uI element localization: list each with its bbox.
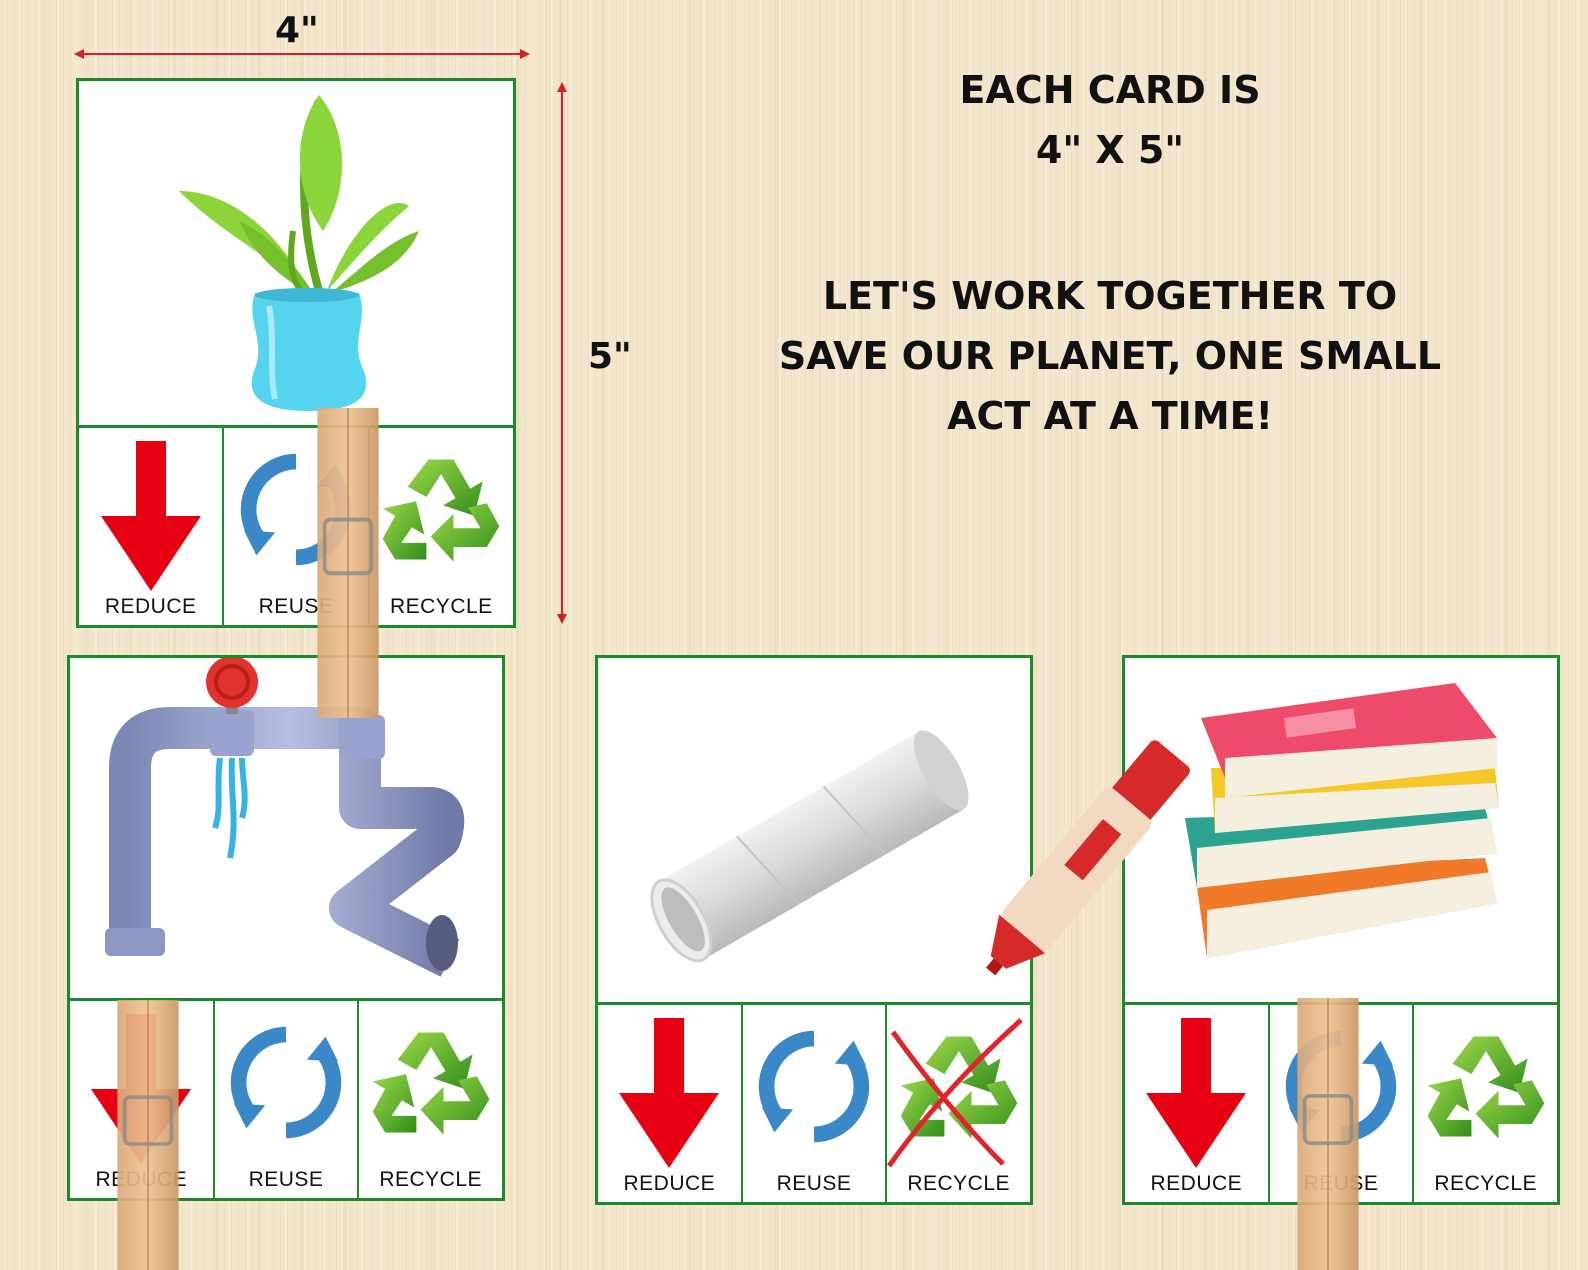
reuse-label: REUSE [258,595,334,618]
recycle-option[interactable]: RECYCLE [887,1002,1030,1202]
card-plant: REDUCE REUSE RECYCLE [76,78,516,628]
headline-line-5: ACT AT A TIME! [947,394,1273,438]
reduce-option[interactable]: REDUCE [79,425,225,625]
recycle-label: RECYCLE [389,595,493,618]
card-books: REDUCE REUSE RECYCLE [1122,655,1560,1205]
leaking-pipe-image [105,658,465,977]
recycle-icon [368,1024,493,1139]
width-label: 4" [275,10,319,51]
recycle-option[interactable]: RECYCLE [1414,1002,1557,1202]
recycle-option[interactable]: RECYCLE [359,998,502,1198]
recycle-icon [379,451,504,566]
red-x-mark [887,1018,1024,1168]
clothespin-card-plant[interactable] [312,408,384,718]
recycle-icon [1423,1028,1548,1143]
card-image-area [1125,658,1557,1005]
reduce-label: REDUCE [104,595,197,618]
headline-line-3: LET'S WORK TOGETHER TO [822,274,1398,318]
reuse-arrows-icon [752,1024,877,1149]
reuse-option[interactable]: REUSE [215,998,360,1198]
reduce-label: REDUCE [1150,1172,1243,1195]
height-label: 5" [588,336,632,377]
clothespin-card-pipe[interactable] [112,1000,184,1270]
reduce-option[interactable]: REDUCE [598,1002,743,1202]
reduce-arrow-icon [617,1018,722,1168]
recycle-label: RECYCLE [907,1172,1011,1195]
reuse-label: REUSE [248,1168,324,1191]
width-dimension-line [74,49,530,59]
recycle-label: RECYCLE [379,1168,483,1191]
plant-pot-image [179,95,419,411]
reuse-label: REUSE [776,1172,852,1195]
reduce-arrow-icon [1144,1018,1249,1168]
reduce-option[interactable]: REDUCE [1125,1002,1270,1202]
red-marker-icon[interactable] [950,730,1210,1000]
headline-line-4: SAVE OUR PLANET, ONE SMALL [778,334,1442,378]
card-image-area [70,658,502,1001]
cardboard-tube-image [650,730,969,963]
clothespin-card-books[interactable] [1292,998,1364,1270]
slogan-text: LET'S WORK TOGETHER TO SAVE OUR PLANET, … [760,266,1460,446]
reduce-label: REDUCE [623,1172,716,1195]
headline-line-2: 4" X 5" [1035,128,1185,172]
card-cardboard-tube: REDUCE REUSE RECYCLE [595,655,1033,1205]
height-dimension-line [557,82,567,624]
reuse-option[interactable]: REUSE [743,1002,888,1202]
card-image-area [79,81,513,428]
reduce-arrow-icon [98,441,203,591]
card-leaking-pipe: REDUCE REUSE RECYCLE [67,655,505,1201]
stack-of-books-image [1185,683,1499,958]
recycle-option[interactable]: RECYCLE [370,425,513,625]
card-size-text: EACH CARD IS 4" X 5" [900,60,1320,180]
recycle-label: RECYCLE [1434,1172,1538,1195]
reuse-arrows-icon [224,1020,349,1145]
card-image-area [598,658,1030,1005]
headline-line-1: EACH CARD IS [959,68,1261,112]
